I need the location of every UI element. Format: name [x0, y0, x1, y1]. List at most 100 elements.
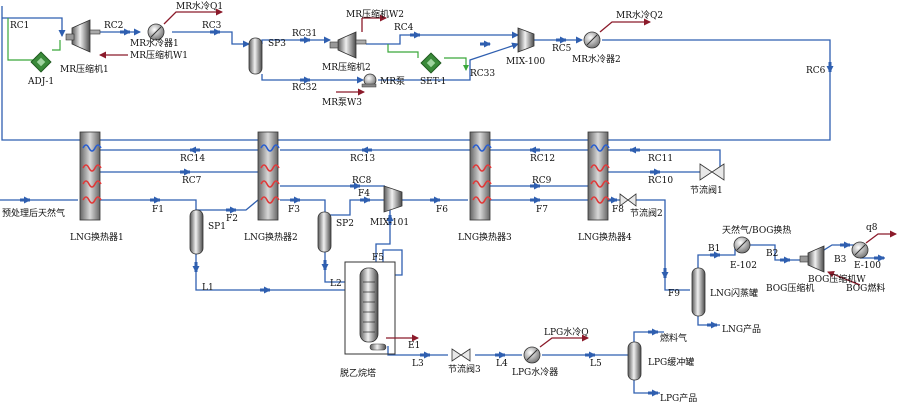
sp2-vessel[interactable] — [317, 211, 332, 253]
label-lng-hx4: LNG换热器4 — [578, 231, 632, 243]
label-rc8: RC8 — [352, 176, 372, 186]
rc32-stream — [261, 74, 364, 84]
mr-compressor1-icon[interactable] — [65, 19, 101, 53]
lng-hx2[interactable] — [257, 131, 280, 221]
label-rc6: RC6 — [806, 66, 826, 76]
label-b1: B1 — [708, 244, 720, 254]
label-throttle1: 节流阀1 — [690, 184, 723, 196]
lpg-water-cooler-icon[interactable] — [523, 346, 541, 364]
lng-hx4[interactable] — [587, 131, 610, 221]
set1-logic-b — [444, 57, 469, 71]
f9-stream — [632, 199, 690, 291]
f2-stream — [196, 199, 259, 211]
flow-arrows — [20, 28, 885, 397]
lng-hx1[interactable] — [79, 131, 102, 221]
label-mr-pump-w3: MR泵W3 — [322, 97, 362, 108]
l1-stream — [195, 252, 345, 291]
label-l1: L1 — [202, 283, 214, 293]
rc6-return — [1, 39, 831, 141]
label-sp1: SP1 — [208, 222, 226, 232]
label-deethanizer: 脱乙烷塔 — [340, 367, 376, 379]
label-mr-water-cooler2: MR水冷器2 — [572, 53, 621, 65]
label-fuel-gas: 燃料气 — [660, 332, 687, 344]
q8-energy — [865, 230, 897, 244]
mix100-icon[interactable] — [517, 27, 535, 53]
throttle-valve3-icon[interactable] — [451, 348, 471, 362]
label-mr-water-q2: MR水冷Q2 — [616, 9, 663, 21]
mr-pump-icon[interactable] — [361, 73, 377, 88]
rc33-stream — [378, 42, 519, 81]
label-lng-hx2: LNG换热器2 — [244, 231, 298, 243]
e102-icon[interactable] — [733, 236, 751, 254]
label-sp3: SP3 — [268, 39, 286, 49]
l2-stream — [324, 250, 345, 283]
f1-stream — [100, 199, 197, 210]
e100-icon[interactable] — [851, 241, 869, 259]
b2-stream — [749, 244, 808, 261]
label-rc11: RC11 — [648, 154, 673, 164]
label-mr-water-cooler1: MR水冷器1 — [130, 37, 179, 49]
mr-water-cooler2-icon[interactable] — [583, 31, 601, 49]
label-f9: F9 — [668, 289, 680, 299]
bog-compressor-icon[interactable] — [799, 245, 825, 273]
mr-water-cooler1-icon[interactable] — [147, 23, 165, 41]
label-lng-flash-drum: LNG闪蒸罐 — [710, 287, 758, 299]
deethanizer-tower[interactable] — [344, 261, 396, 355]
sp1-vessel[interactable] — [189, 209, 204, 255]
f5-line — [382, 249, 403, 276]
label-f3: F3 — [288, 205, 300, 215]
set1-block[interactable] — [420, 52, 442, 74]
sp3-vessel[interactable] — [248, 37, 263, 75]
lpg-water-q-energy — [539, 334, 589, 348]
rc1-stream — [2, 17, 66, 37]
label-throttle2: 节流阀2 — [630, 207, 663, 219]
mr-compressor2-icon[interactable] — [329, 31, 367, 59]
label-rc31: RC31 — [292, 29, 317, 39]
mr-water-q1-energy — [163, 8, 223, 25]
label-rc1: RC1 — [10, 21, 29, 31]
rc4-stream — [366, 31, 519, 45]
throttle-valve2-icon[interactable] — [619, 193, 637, 207]
label-b2: B2 — [766, 249, 778, 259]
mr-water-q2-energy — [599, 18, 651, 33]
label-bog-fuel: BOG燃料 — [846, 282, 885, 294]
logic-streams — [7, 18, 469, 71]
lpg-buffer-tank[interactable] — [627, 341, 642, 381]
label-mr-compressor-w1: MR压缩机W1 — [130, 49, 188, 61]
mix101-icon[interactable] — [383, 185, 403, 213]
throttle-valve1-icon[interactable] — [699, 163, 725, 181]
label-e102: E-102 — [730, 261, 757, 271]
label-e1: E1 — [408, 341, 420, 351]
f4-stream — [325, 199, 385, 216]
label-rc13: RC13 — [350, 154, 375, 164]
mr-loop-lines — [1, 6, 831, 141]
label-f6: F6 — [436, 205, 448, 215]
adj1-block[interactable] — [30, 51, 52, 73]
label-f1: F1 — [152, 205, 164, 215]
label-bog-compressor-w: BOG压缩机W — [808, 273, 866, 285]
lng-flash-drum[interactable] — [691, 267, 706, 317]
label-sp2: SP2 — [336, 219, 354, 229]
lpg-product-stream — [633, 378, 660, 394]
lng-hx3[interactable] — [469, 131, 492, 221]
label-rc33: RC33 — [470, 69, 495, 79]
label-rc5: RC5 — [552, 44, 572, 54]
label-q8: q8 — [866, 223, 878, 233]
label-lng-hx1: LNG换热器1 — [70, 231, 124, 243]
bog-compressor-w-energy — [827, 271, 861, 286]
label-mr-pump: MR泵 — [380, 76, 405, 87]
label-feed-gas: 预处理后天然气 — [2, 207, 65, 219]
label-rc14: RC14 — [180, 154, 205, 164]
label-rc9: RC9 — [532, 176, 552, 186]
label-l5: L5 — [590, 359, 602, 369]
label-rc4: RC4 — [394, 23, 414, 33]
label-rc32: RC32 — [292, 83, 317, 93]
label-lpg-water-cooler: LPG水冷器 — [512, 366, 558, 378]
rc11-stream — [605, 149, 721, 168]
label-rc2: RC2 — [104, 21, 123, 31]
rc3-stream — [172, 31, 250, 48]
label-e100: E-100 — [854, 261, 881, 271]
label-f7: F7 — [536, 205, 548, 215]
